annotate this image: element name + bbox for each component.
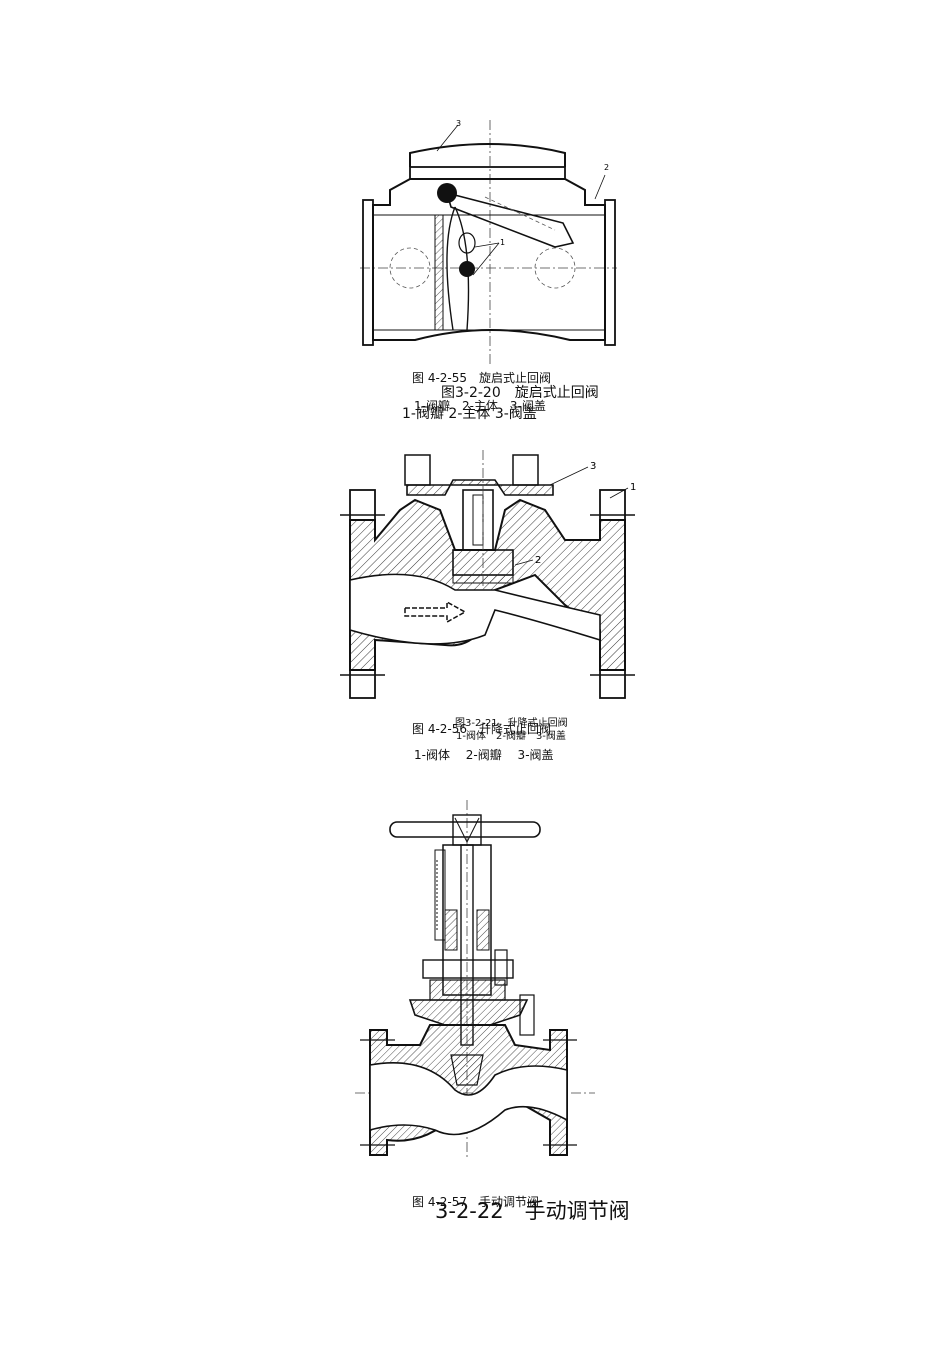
figure3-caption-old: 图 4-2-57 手动调节阀 [412, 1195, 540, 1209]
figure1-legend: 1-阀瓣 2-主体 3-阀盖 [402, 406, 537, 422]
callout-1: 1 [500, 238, 505, 247]
figure1-caption-old: 图 4-2-55 旋启式止回阀 [412, 371, 552, 385]
callout-2: 2 [535, 555, 541, 566]
callout-3: 3 [590, 461, 596, 472]
swing-check-valve-drawing: 3 2 1 [360, 119, 617, 365]
callout-1: 1 [630, 482, 636, 493]
figure1-legend-old: 1-阀瓣 2-主体 3-阀盖 [414, 399, 546, 413]
figure3-caption: 3-2-22 手动调节阀 [435, 1199, 630, 1223]
figure2-caption-old: 图 4-2-56 升降式止回阀 [412, 722, 552, 736]
manual-regulating-valve-drawing [355, 800, 595, 1160]
figure1-caption: 图3-2-20 旋启式止回阀 [441, 385, 599, 401]
figure2-legend: 1-阀体 2-阀瓣 3-阀盖 [414, 748, 554, 762]
figure2-legend-small: 1-阀体 2-阀瓣 3-阀盖 [456, 731, 566, 742]
lift-check-valve-drawing: 3 1 2 [340, 450, 636, 699]
callout-3: 3 [456, 119, 461, 128]
figure2-caption: 图3-2-21 升降式止回阀 [455, 718, 568, 729]
callout-2: 2 [604, 163, 609, 172]
